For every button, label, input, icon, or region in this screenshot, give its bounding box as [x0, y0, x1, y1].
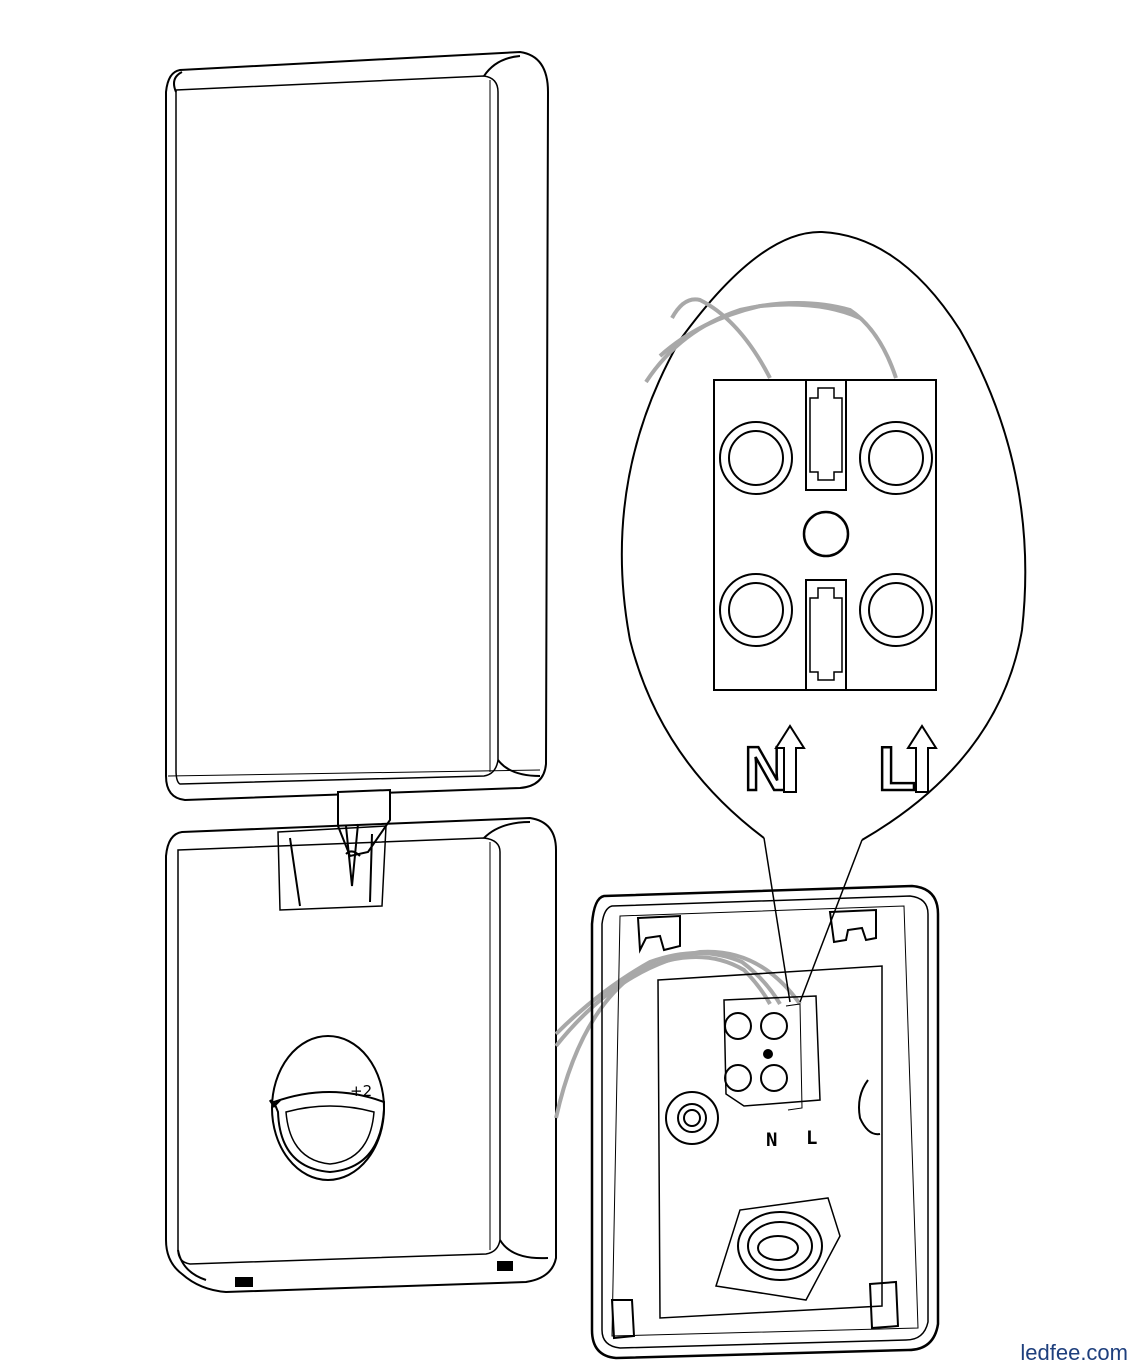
callout-wires [644, 297, 898, 384]
lamp-head [165, 50, 550, 802]
live-arrow-icon [906, 724, 938, 793]
mounting-base: N L [590, 884, 940, 1360]
neutral-arrow-icon [774, 724, 806, 793]
watermark-text: ledfee.com [1020, 1340, 1128, 1365]
sensor-housing [165, 816, 557, 1294]
base-neutral-label: N [766, 1129, 777, 1151]
sensor-marking: +2 [350, 1082, 372, 1100]
swivel-joint [277, 788, 391, 911]
terminal-block [713, 379, 937, 691]
magnifier-callout: N L [620, 230, 1027, 1003]
pir-sensor-lens: +2 [268, 1035, 385, 1181]
base-live-label: L [806, 1127, 817, 1149]
